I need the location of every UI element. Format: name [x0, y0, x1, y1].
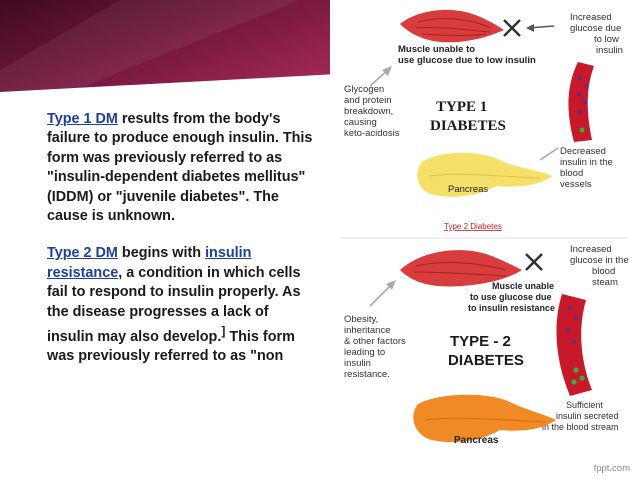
type-1-panel: Muscle unable to use glucose due to low … [344, 9, 623, 231]
reference-mark[interactable]: ] [221, 324, 226, 339]
t2-muscle-label-3: to insulin resistance [468, 303, 555, 313]
t2-muscle-label-1: Muscle unable [492, 281, 554, 291]
pancreas-icon [417, 152, 552, 197]
t2-increased-label-3: blood [592, 266, 615, 277]
type-1-dm-link[interactable]: Type 1 DM [47, 111, 118, 127]
muscle-icon-2 [400, 250, 522, 287]
t1-glycogen-label-4: causing [344, 117, 377, 128]
paragraph-type-2: Type 2 DM begins with insulin resistance… [47, 244, 317, 366]
t1-increased-label-1: Increased [570, 12, 612, 23]
t2-increased-label-4: steam [592, 277, 618, 288]
insulin-resistance-link[interactable]: insulin resistance [47, 245, 252, 281]
diabetes-figure: Muscle unable to use glucose due to low … [330, 0, 638, 460]
t2-obesity-label-6: resistance. [344, 369, 390, 380]
t1-glycogen-label-1: Glycogen [344, 84, 384, 95]
t2-obesity-label-3: & other factors [344, 336, 406, 347]
t2-obesity-label-4: leading to [344, 347, 385, 358]
t2-increased-label-2: glucose in the [570, 255, 629, 266]
t2-obesity-label-1: Obesity, [344, 314, 378, 325]
t2-left-arrow-icon [369, 283, 393, 307]
t2-obesity-label-2: inheritance [344, 325, 390, 336]
text-column: Type 1 DM results from the body's failur… [47, 110, 317, 367]
t1-muscle-label-2: use glucose due to low insulin [398, 55, 536, 66]
t1-glycogen-label-3: breakdown, [344, 106, 393, 117]
t1-decreased-label-3: blood [560, 168, 583, 179]
pancreas-icon-2 [413, 394, 556, 443]
t1-title-2: DIABETES [430, 118, 506, 134]
t2-title-1: TYPE - 2 [450, 333, 511, 350]
t1-increased-label-3: to low [594, 34, 619, 45]
footer-brand: fppt.com [593, 463, 630, 474]
t1-decreased-label-2: insulin in the [560, 157, 613, 168]
paragraph-type-1: Type 1 DM results from the body's failur… [47, 110, 317, 226]
paragraph-2-text-b: , a condition in which cells fail to res… [47, 264, 301, 345]
t2-left-arrow-head-icon [386, 280, 396, 290]
t2-sufficient-label-3: in the blood stream [542, 422, 619, 432]
t1-left-arrow-head-icon [382, 66, 392, 76]
blood-vessel-icon [568, 62, 594, 142]
cross-icon [503, 19, 521, 37]
paragraph-1-text: results from the body's failure to produ… [47, 111, 313, 225]
t2-increased-label-1: Increased [570, 244, 612, 255]
arrow-head-icon [526, 24, 534, 32]
t1-increased-label-2: glucose due [570, 23, 621, 34]
t2-title-2: DIABETES [448, 352, 524, 369]
type-2-dm-link[interactable]: Type 2 DM [47, 245, 118, 262]
t2-obesity-label-5: insulin [344, 358, 371, 369]
t1-title-1: TYPE 1 [436, 99, 487, 115]
t1-glycogen-label-5: keto-acidosis [344, 128, 400, 139]
paragraph-2-text-c: This form was previously referred to as … [47, 328, 295, 365]
t2-sufficient-label-1: Sufficient [566, 400, 603, 410]
type-2-caption[interactable]: Type 2 Diabetes [444, 222, 502, 231]
cross-icon-2 [525, 253, 543, 271]
t1-glycogen-label-2: and protein [344, 95, 392, 106]
type-2-panel: Muscle unable to use glucose due to insu… [344, 244, 629, 446]
t1-decreased-label-1: Decreased [560, 146, 606, 157]
t2-muscle-label-2: to use glucose due [470, 292, 552, 302]
t1-decreased-label-4: vessels [560, 179, 592, 190]
t1-increased-label-4: insulin [596, 45, 623, 56]
t2-sufficient-label-2: insulin secreted [556, 411, 619, 421]
t1-right-arrow-icon [539, 147, 559, 161]
t1-pancreas-label: Pancreas [448, 184, 488, 195]
t2-pancreas-label: Pancreas [454, 435, 499, 446]
paragraph-2-text-a: begins with [117, 245, 206, 262]
muscle-icon [400, 9, 504, 43]
t1-muscle-label-1: Muscle unable to [398, 44, 475, 55]
blood-vessel-icon-2 [556, 294, 592, 396]
